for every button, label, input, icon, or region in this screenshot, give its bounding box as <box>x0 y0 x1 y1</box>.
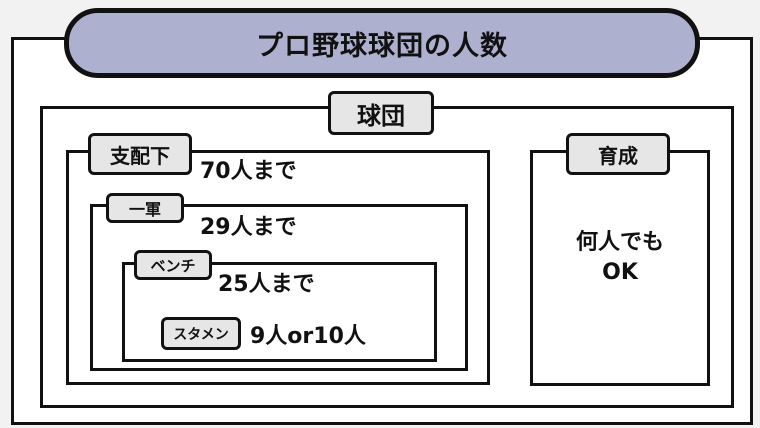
roster-label: 支配下 <box>88 133 192 175</box>
diagram-title: プロ野球球団の人数 <box>64 8 700 78</box>
bench-label-text: ベンチ <box>150 256 196 275</box>
development-label: 育成 <box>566 133 670 175</box>
first-team-label: 一軍 <box>106 193 184 223</box>
first-team-label-text: 一軍 <box>128 200 161 219</box>
development-note: 何人でも OK <box>530 228 710 288</box>
development-note-line2: OK <box>602 260 638 285</box>
bench-label: ベンチ <box>134 250 212 280</box>
team-label-text: 球団 <box>357 101 405 130</box>
starters-label-text: スタメン <box>173 326 229 343</box>
first-team-limit: 29人まで <box>200 215 297 240</box>
roster-label-text: 支配下 <box>110 143 170 168</box>
development-note-line1: 何人でも <box>575 230 664 255</box>
starters-label: スタメン <box>161 317 241 350</box>
diagram-title-text: プロ野球球団の人数 <box>256 30 508 62</box>
roster-limit: 70人まで <box>200 159 297 184</box>
bench-limit: 25人まで <box>218 272 315 297</box>
team-label: 球団 <box>328 91 434 135</box>
starters-count: 9人or10人 <box>250 324 366 349</box>
development-label-text: 育成 <box>598 143 638 168</box>
